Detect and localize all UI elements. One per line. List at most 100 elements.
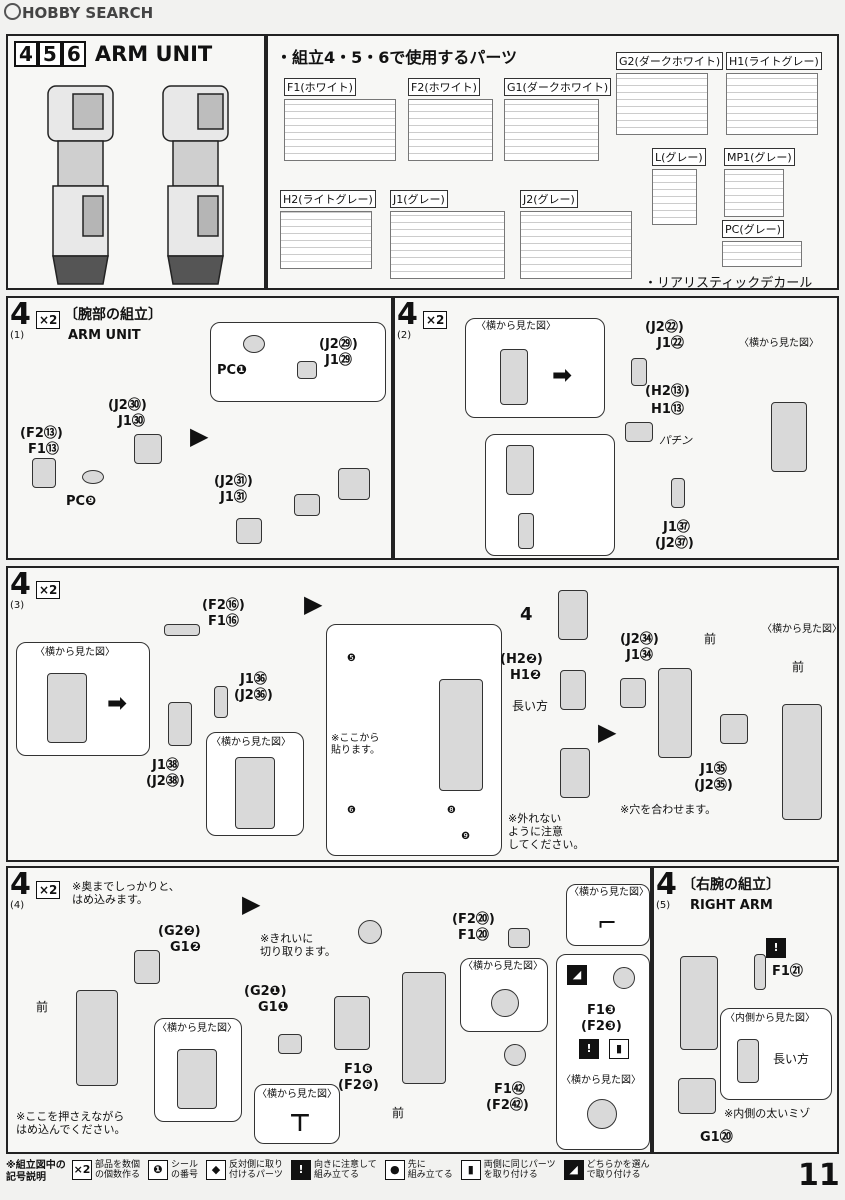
sprue-diagram [520,211,632,279]
part-label: H1⑬ [651,402,684,417]
legend-item: !向きに注意して 組み立てる [291,1160,377,1180]
legend-item: ◢どちらかを選ん で取り付ける [563,1160,650,1180]
part-label: (J2㊲) [655,536,694,551]
sticker-bubble: ❺ ※ここから 貼ります。 ❻ ❽ ❾ [326,624,502,856]
sprue-label: L(グレー) [652,148,706,166]
step-header: 4 ×2 (3) [10,570,61,611]
part-pc-9 [82,470,104,484]
side-view-label: 〈横から見た図〉 [257,1089,337,1100]
long-side-label: 長い方 [512,699,549,713]
part-f1-6 [334,996,370,1050]
step-sub: (4) [10,900,25,911]
part-j1-37 [671,478,685,508]
side-view-label: 〈横から見た図〉 [762,624,842,635]
part-arm-assembly [658,668,692,758]
part-j1-37b [518,513,534,549]
part-label: PC❾ [66,494,97,509]
step-sub: (1) [10,330,25,341]
part-label: J1㉙ [325,353,352,368]
sprue-diagram [408,99,493,161]
part-label: (F2⑬) [20,426,63,441]
part-j1-36 [214,686,228,718]
step-4-2-panel: 4 ×2 (2) 〈横から見た図〉 ➡ (J2㉒) J1㉒ (H2⑬) H1⑬ … [393,296,839,560]
sprue-label: G2(ダークホワイト) [616,52,724,70]
part-label: (H2⑬) [645,384,690,399]
part-h1-13 [625,422,653,442]
part-label: (F2⑳) [452,912,495,927]
part-label: F1⑳ [458,928,489,943]
sprue-label: G1(ダークホワイト) [504,78,612,96]
detail-bubble [485,434,615,556]
arm-right [162,85,229,285]
side-view-label: 〈横から見た図〉 [211,737,291,748]
step-4-5-panel: 4 (5) 〔右腕の組立〕 RIGHT ARM ! F1㉑ 〈内側から見た図〉 … [652,866,839,1154]
legend-item: ●先に 組み立てる [384,1160,453,1180]
sprue-diagram [724,169,784,217]
multiplier-icon: ×2 [35,881,61,899]
sticker-6: ❻ [347,805,356,816]
part-label: (F2❸) [581,1019,622,1034]
logo-text: HOBBY SEARCH [22,4,154,22]
step-title-jp: 〔腕部の組立〕 [64,307,162,323]
part-assembly [235,757,275,829]
sprue-diagram [504,99,599,161]
legend-text: どちらかを選ん で取り付ける [586,1160,650,1180]
part-j1-34 [620,678,646,708]
part-circle [613,967,635,989]
part-f1-16 [164,624,200,636]
both-sides-icon: ▮ [609,1039,629,1059]
sprue-label: H2(ライトグレー) [280,190,376,208]
part-label: (F2㊷) [486,1098,529,1113]
part-circle [358,920,382,944]
part-arm-assembly [402,972,446,1084]
step-badge-6: 6 [61,41,86,67]
sprue-diagram [726,73,818,135]
multiplier-icon: ×2 [422,311,448,329]
sticker-8: ❽ [447,805,456,816]
sprue-g1: G1(ダークホワイト) [504,76,612,161]
inner-view-label: 〈内側から見た図〉 [725,1013,815,1024]
detail-bubble: (J2㉙) J1㉙ PC❶ [210,322,386,402]
part-label: J1㊲ [663,520,690,535]
step-title-en: ARM UNIT [68,328,141,343]
part-g1-20 [678,1078,716,1114]
part-label: J1㉛ [220,490,247,505]
legend-text: 両側に同じパーツ を取り付ける [483,1160,556,1180]
push-note: ※ここを押さえながら はめ込んでください。 [16,1110,126,1136]
part-arm-assembly [76,990,118,1086]
part-label: J1㉒ [657,336,684,351]
side-view-label: 〈横から見た図〉 [463,961,543,972]
step-header: 4 ×2 (2) [397,300,448,341]
sprue-label: F1(ホワイト) [284,78,356,96]
caution-icon: ! [766,938,786,958]
step-sub: (2) [397,330,412,341]
sprue-label: F2(ホワイト) [408,78,480,96]
sub-step-ref: 4 [520,604,533,625]
sticker-9: ❾ [461,831,470,842]
sprue-h1: H1(ライトグレー) [726,50,822,135]
sprue-diagram [280,211,372,269]
part-j1-30 [134,434,162,464]
step-header: 4 (5) [656,870,677,912]
step-title-jp: 〔右腕の組立〕 [682,877,780,893]
part-groove [737,1039,759,1083]
side-view-label: 〈横から見た図〉 [35,647,115,658]
legend-text: 部品を数個 の個数作る [95,1160,141,1180]
part-label: (G2❶) [244,984,287,999]
part-j1-30b [294,494,320,516]
option-bubble: ◢ F1❸ (F2❸) ! ▮ 〈横から見た図〉 [556,954,650,1150]
part-j1-22 [631,358,647,386]
legend-text: 向きに注意して 組み立てる [314,1160,377,1180]
part-j1-29 [297,361,317,379]
step-header: 4 ×2 (4) [10,870,61,911]
part-side-view [782,704,822,820]
part-label: (J2㊳) [146,774,185,789]
step-4-1-panel: 4 ×2 (1) 〔腕部の組立〕 ARM UNIT (J2㉚) J1㉚ (F2⑬… [6,296,393,560]
part-f1-20 [508,928,530,948]
